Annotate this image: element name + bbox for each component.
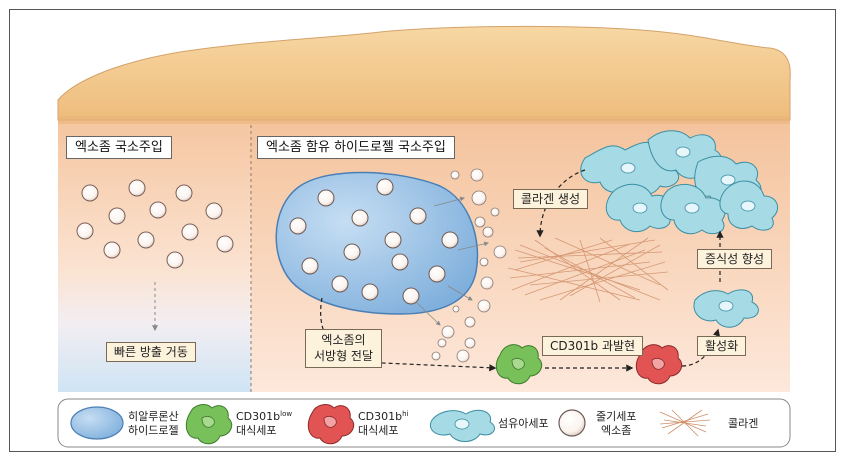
legend-hydrogel-line-1: 히알루론산 — [128, 410, 179, 423]
collagen-production-arrow — [536, 169, 586, 238]
skin-edge — [58, 116, 790, 124]
activation-label: 활성화 — [697, 336, 747, 356]
legend-exosome-label: 줄기세포 엑소좀 — [596, 410, 636, 438]
legend-cd301b-low-prefix: CD301b — [236, 410, 281, 423]
release-arrow — [447, 285, 473, 301]
macrophage-cd301b-low — [495, 344, 543, 385]
legend-hydrogel-label: 히알루론산 하이드로젤 — [128, 410, 179, 438]
left-exosome-cluster — [76, 179, 234, 269]
fast-release-label: 빠른 방출 거동 — [106, 342, 196, 362]
legend-bar — [57, 398, 791, 448]
legend-exosome-swatch — [558, 409, 586, 437]
activation-arrow — [681, 328, 720, 367]
release-arrow — [433, 196, 465, 207]
legend-cd301b-low-sup: low — [280, 410, 293, 418]
fibroblast-single — [693, 289, 759, 328]
legend-cd301b-hi-swatch — [307, 404, 355, 445]
paracrine-line-2: 서방형 전달 — [314, 348, 374, 363]
gel-exosomes — [289, 178, 459, 305]
legend-cd301b-hi-sup: hi — [402, 410, 409, 418]
skin-surface — [57, 25, 791, 121]
cd301b-overexpression-label: CD301b 과발현 — [542, 336, 644, 356]
legend-cd301b-low-line-2: 대식세포 — [236, 423, 277, 437]
paracrine-delivery-label: 엑소좀의 서방형 전달 — [305, 329, 383, 369]
collagen-production-label: 콜라겐 생성 — [513, 189, 589, 209]
legend-collagen-swatch — [659, 409, 711, 437]
legend-collagen-label: 콜라겐 — [728, 417, 759, 430]
legend-cd301b-low-swatch — [185, 404, 233, 445]
collagen-fibers — [507, 237, 669, 303]
legend-cd301b-low-label: CD301blow 대식세포 — [236, 410, 292, 438]
legend-exosome-line-2: 엑소좀 — [601, 423, 632, 437]
release-arrow — [457, 241, 489, 251]
legend-fibroblast-label: 섬유아세포 — [498, 417, 549, 430]
released-exosomes — [431, 168, 507, 363]
hydrogel-blob — [275, 171, 479, 315]
macrophage-cd301b-hi — [635, 344, 683, 385]
legend-fibroblast-swatch — [430, 409, 495, 442]
fibroblast-nuclei — [620, 146, 756, 214]
proliferation-label: 증식성 향성 — [697, 249, 773, 269]
legend-cd301b-hi-prefix: CD301b — [358, 410, 403, 423]
paracrine-delivery-arrow — [320, 297, 497, 372]
legend-cd301b-hi-label: CD301bhi 대식세포 — [358, 410, 409, 438]
left-panel-title: 엑소좀 국소주입 — [66, 136, 172, 159]
paracrine-line-1: 엑소좀의 — [321, 333, 366, 347]
legend-cd301b-hi-line-2: 대식세포 — [358, 423, 399, 437]
legend-hydrogel-swatch — [70, 406, 124, 440]
legend-exosome-line-1: 줄기세포 — [596, 410, 637, 423]
right-panel-title: 엑소좀 함유 하이드로젤 국소주입 — [257, 136, 455, 159]
legend-hydrogel-line-2: 하이드로젤 — [128, 423, 179, 437]
release-arrow — [415, 301, 441, 326]
